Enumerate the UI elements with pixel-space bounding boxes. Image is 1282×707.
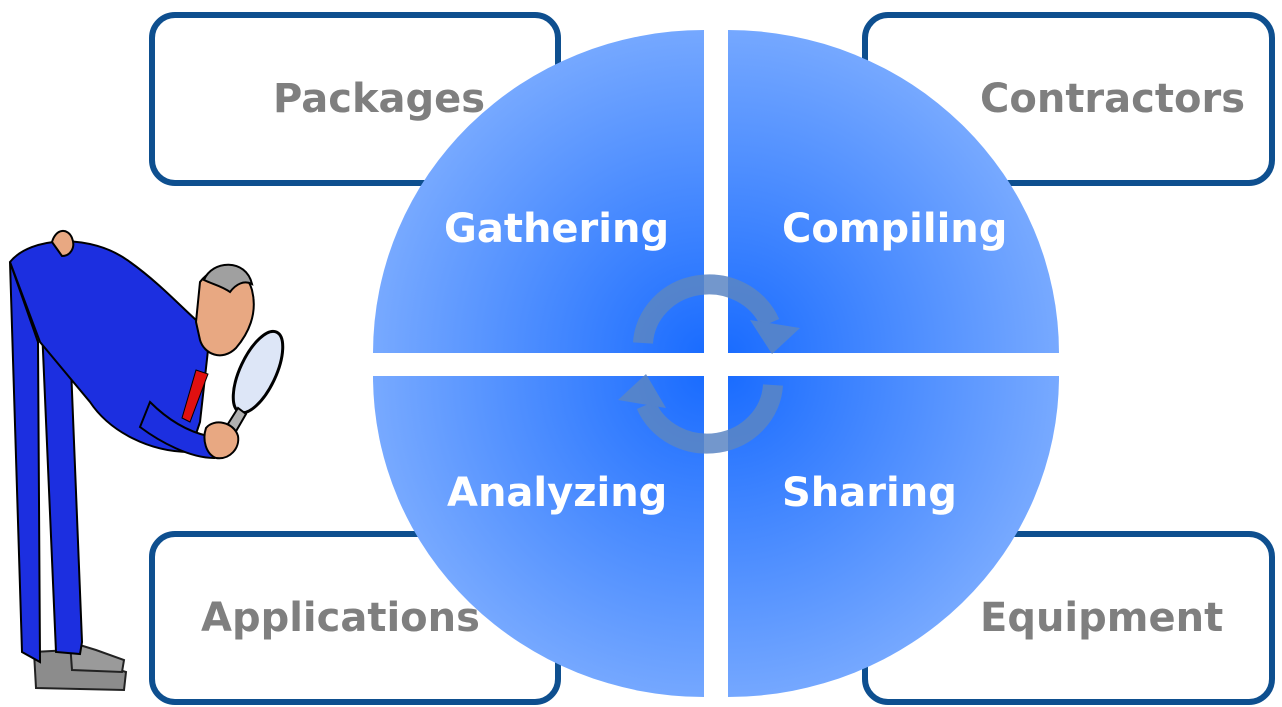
inspector-with-magnifier-icon xyxy=(8,230,285,692)
analyzing-label: Analyzing xyxy=(447,470,668,516)
quadrant-gathering xyxy=(373,30,704,353)
quadrant-analyzing xyxy=(373,376,704,697)
contractors-box: Contractors xyxy=(862,12,1275,186)
quadrant-compiling xyxy=(728,30,1059,353)
compiling-label: Compiling xyxy=(782,206,1008,252)
packages-label: Packages xyxy=(273,76,486,122)
contractors-label: Contractors xyxy=(980,76,1245,122)
equipment-label: Equipment xyxy=(980,595,1224,641)
packages-box: Packages xyxy=(149,12,561,186)
cycle-arrows-icon xyxy=(618,274,800,454)
applications-label: Applications xyxy=(201,595,480,641)
sharing-label: Sharing xyxy=(782,470,957,516)
gathering-label: Gathering xyxy=(444,206,670,252)
quadrant-sharing xyxy=(728,376,1059,697)
